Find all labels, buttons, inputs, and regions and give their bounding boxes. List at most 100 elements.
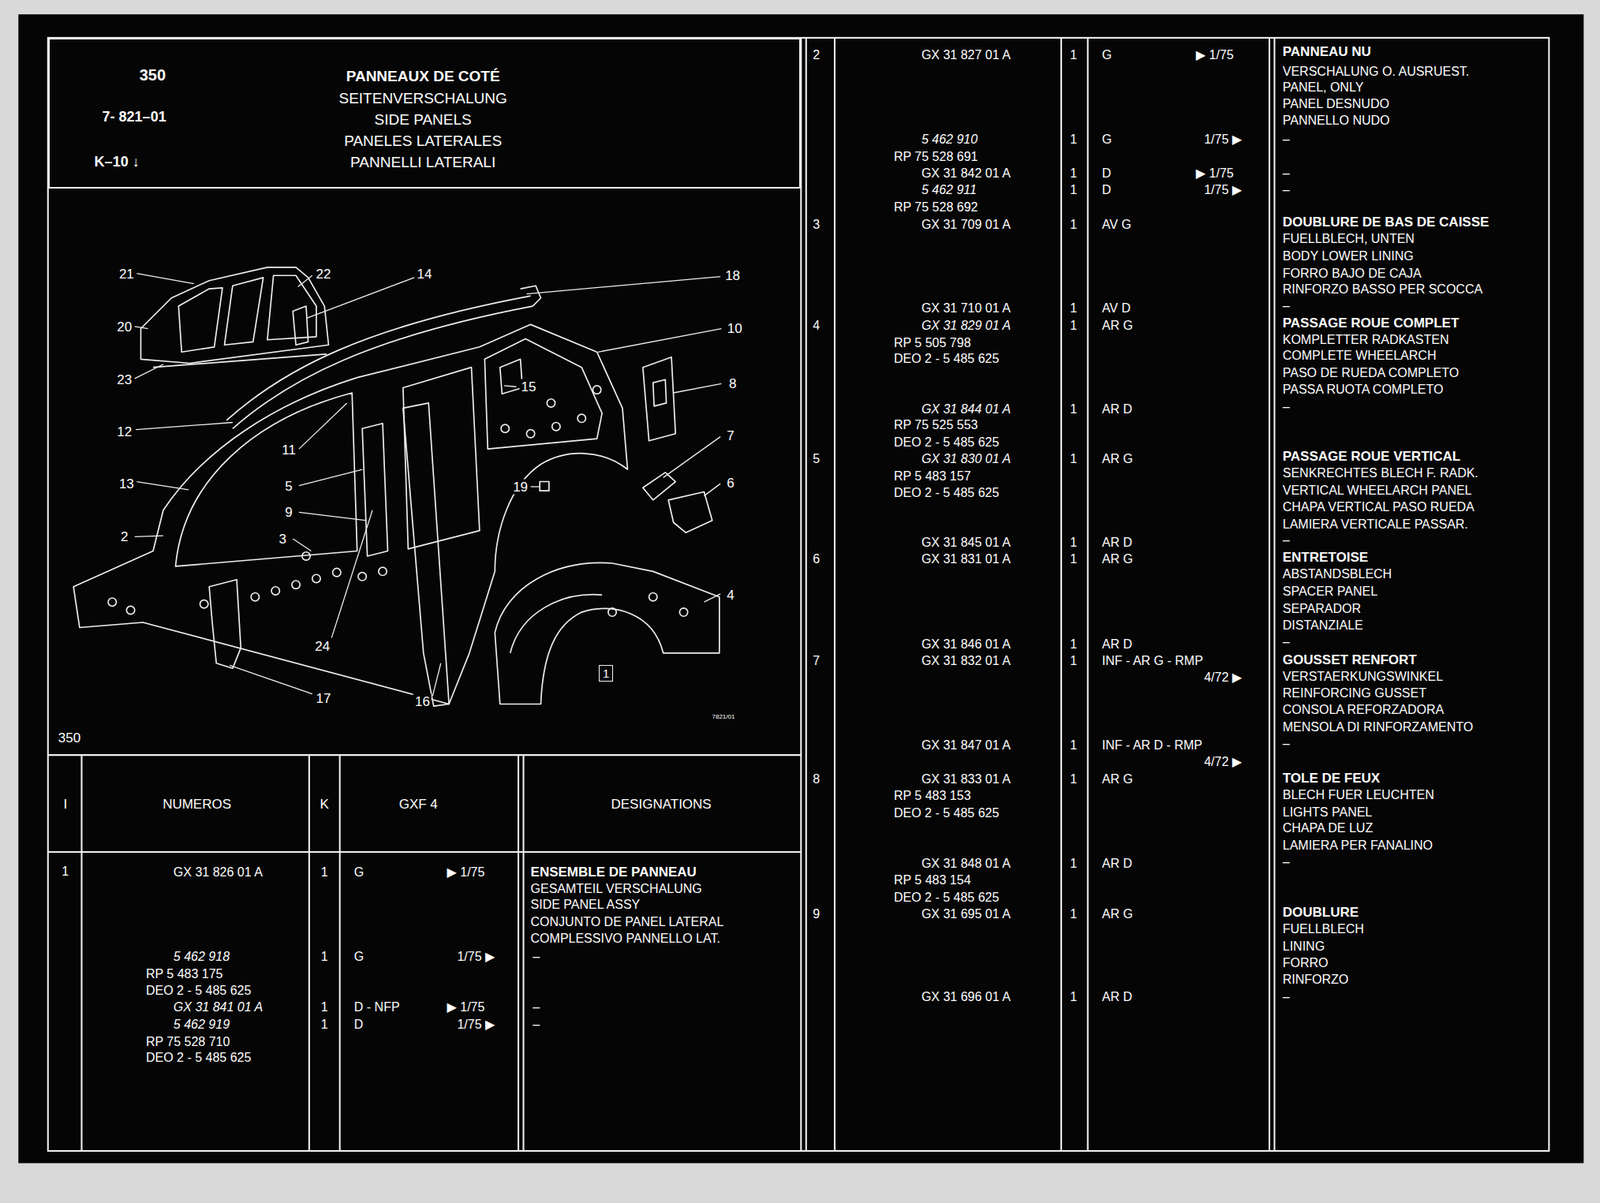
table-cell: GESAMTEIL VERSCHALUNG <box>530 882 703 896</box>
table-cell: SIDE PANEL ASSY <box>530 898 641 912</box>
table-cell: D - NFP <box>354 1001 400 1014</box>
table-cell: G <box>354 866 364 879</box>
table-cell: – <box>1282 400 1290 414</box>
table-cell: ▶ 1/75 <box>1196 167 1234 180</box>
table-cell: 4/72 ▶ <box>1203 755 1242 769</box>
table-cell: 5 462 911 <box>921 183 977 197</box>
header-title: PANNEAUX DE COTÉ <box>346 68 501 84</box>
designation-heading: PASSAGE ROUE VERTICAL <box>1282 449 1461 464</box>
leader-line <box>298 275 313 287</box>
car-illustration <box>649 593 658 602</box>
callout-number: 16 <box>413 693 432 709</box>
car-illustration <box>362 423 388 557</box>
table-rule <box>517 755 520 1152</box>
table-cell: LAMIERA VERTICALE PASSAR. <box>1282 518 1469 531</box>
table-cell: PASSA RUOTA COMPLETO <box>1282 383 1444 397</box>
table-cell: D <box>1102 167 1112 180</box>
table-cell: CHAPA DE LUZ <box>1282 822 1373 835</box>
table-cell: ▶ 1/75 <box>1196 48 1234 62</box>
table-cell: – <box>532 1018 540 1032</box>
car-illustration <box>378 567 387 576</box>
table-rule <box>339 755 341 1152</box>
table-cell: GX 31 710 01 A <box>921 302 1011 315</box>
table-rule <box>48 851 802 853</box>
table-cell: 1/75 ▶ <box>456 950 495 964</box>
table-cell: – <box>532 950 540 964</box>
table-cell: 8 <box>812 773 820 786</box>
car-illustration <box>520 285 542 307</box>
table-cell: 1/75 ▶ <box>456 1018 495 1032</box>
car-illustration <box>267 275 317 340</box>
table-rule <box>1060 37 1062 1152</box>
car-illustration <box>73 267 720 707</box>
table-cell: 6 <box>812 553 820 566</box>
header-title: SIDE PANELS <box>374 111 472 127</box>
table-cell: DEO 2 - 5 485 625 <box>893 486 999 500</box>
table-rule <box>805 37 808 1152</box>
car-illustration <box>153 354 327 368</box>
car-illustration <box>546 399 555 408</box>
callout-number: 8 <box>727 376 738 392</box>
table-cell: 1 <box>1069 452 1077 466</box>
table-cell: GX 31 845 01 A <box>921 536 1011 550</box>
table-cell: 9 <box>812 908 820 921</box>
callout-number: 4 <box>725 587 736 603</box>
table-cell: GX 31 841 01 A <box>173 1001 263 1014</box>
table-cell: FUELLBLECH, UNTEN <box>1282 232 1415 246</box>
car-illustration <box>552 422 561 431</box>
designation-heading: PASSAGE ROUE COMPLET <box>1282 315 1460 329</box>
car-illustration <box>539 482 550 492</box>
callout-number: 20 <box>115 318 134 334</box>
car-illustration <box>226 295 531 421</box>
leader-line <box>299 469 363 486</box>
car-illustration <box>209 579 241 670</box>
leader-line <box>299 512 366 520</box>
table-cell: RP 5 483 154 <box>893 874 972 887</box>
table-header: K <box>320 797 329 812</box>
table-cell: AR G <box>1102 908 1133 921</box>
designation-heading: DOUBLURE DE BAS DE CAISSE <box>1282 214 1490 229</box>
callout-number: 5 <box>283 478 294 494</box>
table-cell: 5 <box>812 452 820 466</box>
leader-line <box>134 364 164 379</box>
car-illustration <box>500 424 509 433</box>
callout-number: 2 <box>119 529 130 545</box>
table-cell: GX 31 847 01 A <box>921 739 1011 752</box>
car-illustration <box>592 385 601 394</box>
table-cell: GX 31 831 01 A <box>921 553 1011 566</box>
table-cell: FORRO BAJO DE CAJA <box>1282 267 1422 281</box>
table-cell: 1 <box>1069 48 1077 62</box>
table-cell: PANEL DESNUDO <box>1282 97 1390 111</box>
fiche-ground <box>18 14 1584 1163</box>
callout-number: 1 <box>602 667 610 680</box>
table-header: DESIGNATIONS <box>610 797 711 812</box>
table-cell: VERTICAL WHEELARCH PANEL <box>1282 484 1473 498</box>
table-cell: FUELLBLECH <box>1282 923 1365 936</box>
callout-number: 17 <box>314 690 333 706</box>
table-cell: 1 <box>1069 990 1077 1004</box>
table-cell: GX 31 842 01 A <box>921 167 1011 180</box>
header-code: 7- 821–01 <box>102 109 167 124</box>
car-illustration <box>250 593 259 602</box>
header-title: PANELES LATERALES <box>343 132 502 148</box>
table-cell: RP 75 528 710 <box>145 1035 230 1049</box>
table-rule <box>48 37 1550 1152</box>
table-cell: 1 <box>1069 857 1077 871</box>
table-cell: GX 31 696 01 A <box>921 990 1011 1004</box>
table-header: NUMEROS <box>162 797 232 812</box>
table-cell: DEO 2 - 5 485 625 <box>145 1051 251 1065</box>
header-title: SEITENVERSCHALUNG <box>339 89 508 105</box>
table-cell: – <box>1282 856 1290 869</box>
table-cell: ABSTANDSBLECH <box>1282 568 1392 581</box>
table-cell: D <box>1102 183 1112 197</box>
car-illustration <box>577 414 586 423</box>
table-cell: – <box>1282 299 1290 313</box>
table-cell: SPACER PANEL <box>1282 585 1378 599</box>
callout-number: 22 <box>314 265 333 281</box>
table-cell: GX 31 827 01 A <box>921 48 1011 62</box>
table-header: I <box>63 797 68 812</box>
table-cell: 1 <box>1069 739 1077 752</box>
table-rule <box>1087 37 1089 1152</box>
table-cell: CONJUNTO DE PANEL LATERAL <box>530 915 725 929</box>
car-illustration <box>668 491 713 533</box>
